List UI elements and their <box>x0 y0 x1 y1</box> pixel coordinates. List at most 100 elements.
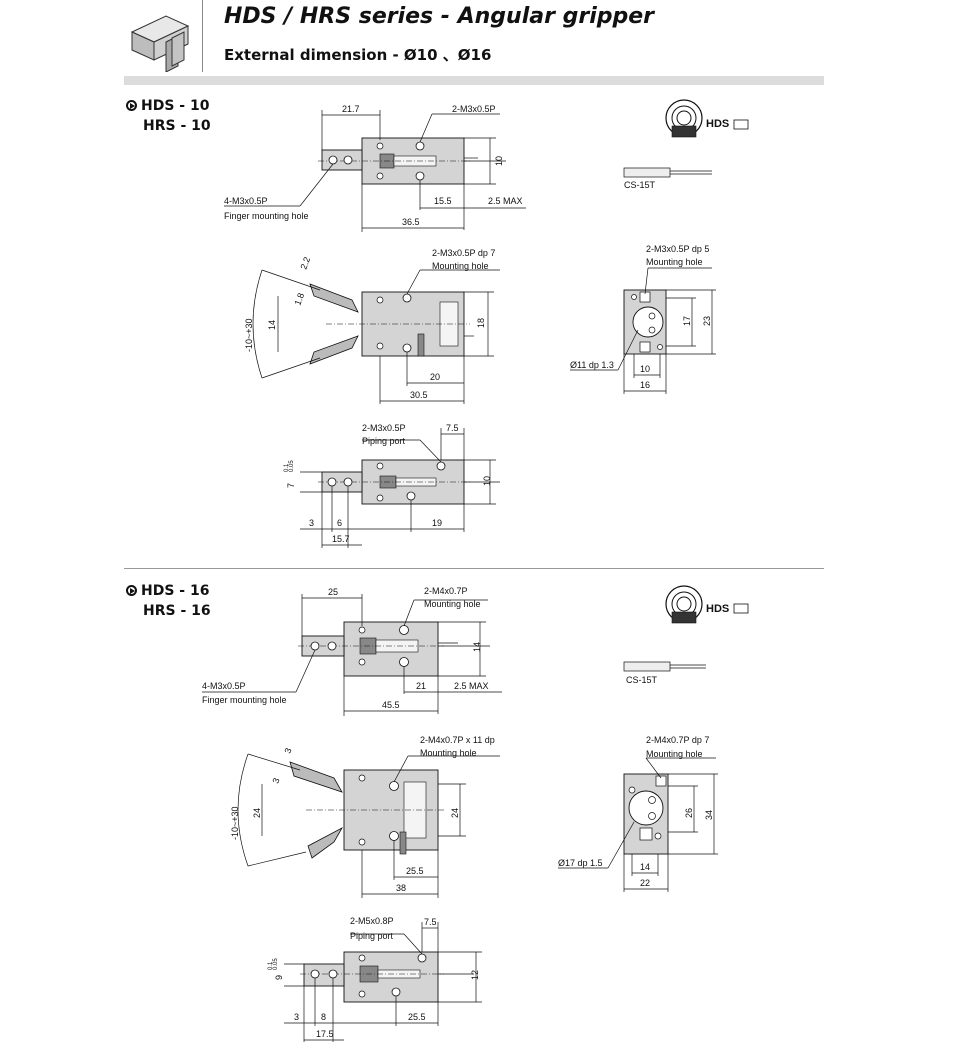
model-label-hrs-10: HRS - 10 <box>143 118 211 134</box>
s2-bottom-dim-d: 17.5 <box>316 1029 334 1039</box>
s2-bottom-tol-upper: 0.1 <box>268 961 274 970</box>
s1-side-view: -10~+30 2.2 1.8 14 18 2-M3x0.5P dp 7 Mou… <box>244 248 500 404</box>
s1-end-inner-height: 17 <box>682 316 692 326</box>
s2-side-body-length: 38 <box>396 883 406 893</box>
s1-sensor: HDS CS-15T <box>623 99 749 190</box>
s2-bottom-view: 2-M5x0.8P Piping port 7.5 12 9 0.1 0.05 … <box>268 916 482 1042</box>
s2-bottom-dim-a: 3 <box>294 1012 299 1022</box>
s1-side-jaw-thk: 2.2 <box>298 256 312 271</box>
s1-top-overall-length: 36.5 <box>402 217 420 227</box>
s1-side-body-length: 30.5 <box>410 390 428 400</box>
s2-sensor: HDS CS-15T <box>623 585 749 685</box>
gripper-thumbnail-icon <box>130 15 190 72</box>
s2-side-angle: -10~+30 <box>230 806 240 840</box>
s2-end-view: 2-M4x0.7P dp 7 Mounting hole 26 34 Ø17 d… <box>558 735 718 892</box>
s1-sensor-model: CS-15T <box>624 180 656 190</box>
s1-sensor-checkbox-icon <box>733 119 749 130</box>
bullet-icon <box>126 585 137 596</box>
s1-bottom-port-thread: 2-M3x0.5P <box>362 423 406 433</box>
s1-bottom-dim-a: 3 <box>309 518 314 528</box>
s2-side-jaw-gap: 24 <box>252 808 262 818</box>
s2-end-inner-height: 26 <box>684 808 694 818</box>
s1-bottom-view: 2-M3x0.5P Piping port 7.5 10 7 0.1 0.05 … <box>284 423 500 548</box>
s1-side-height: 18 <box>476 318 486 328</box>
s1-top-finger-note: Finger mounting hole <box>224 211 309 221</box>
s2-side-view: -10~+30 3 3 24 24 2-M4x0.7P x 11 dp Moun… <box>230 735 500 898</box>
s1-top-width-label: 21.7 <box>342 104 360 114</box>
s1-bottom-port-note: Piping port <box>362 436 406 446</box>
s1-top-dim-max: 2.5 MAX <box>488 196 523 206</box>
page-header: HDS / HRS series - Angular gripper Exter… <box>0 0 960 86</box>
s1-bottom-dim-pin: 7 <box>286 483 296 488</box>
s1-bottom-dim-b: 6 <box>337 518 342 528</box>
s2-top-dim-a: 21 <box>416 681 426 691</box>
page-subtitle: External dimension - Ø10 、Ø16 <box>224 46 492 64</box>
s1-bottom-dim-c: 19 <box>432 518 442 528</box>
model-label-hds-10: HDS - 10 <box>126 98 209 114</box>
s2-top-thread-note2: Mounting hole <box>424 599 481 609</box>
s1-sensor-label: HDS <box>706 118 729 130</box>
s2-side-hole-span: 25.5 <box>406 866 424 876</box>
s1-side-hole-span: 20 <box>430 372 440 382</box>
model-label-hds-16: HDS - 16 <box>126 583 209 599</box>
s1-end-view: 2-M3x0.5P dp 5 Mounting hole 17 23 Ø11 d… <box>570 244 716 394</box>
s2-end-bore-note: Ø17 dp 1.5 <box>558 858 603 868</box>
s1-side-jaw-gap: 14 <box>267 320 277 330</box>
s1-side-jaw-small: 1.8 <box>292 292 306 307</box>
header-bar <box>124 76 824 85</box>
s1-bottom-tol-lower: 0.05 <box>289 460 295 472</box>
s1-top-dim-a: 15.5 <box>434 196 452 206</box>
s2-side-mount-note: Mounting hole <box>420 748 477 758</box>
s1-bottom-port-offset: 7.5 <box>446 423 459 433</box>
s2-top-overall-length: 45.5 <box>382 700 400 710</box>
s1-top-thread-note: 2-M3x0.5P <box>452 104 496 114</box>
s2-side-jaw-thk: 3 <box>282 747 293 755</box>
s2-bottom-port-offset: 7.5 <box>424 917 437 927</box>
model-label-hrs-16: HRS - 16 <box>143 603 211 619</box>
s2-bottom-tol-lower: 0.05 <box>273 958 279 970</box>
s2-bottom-port-thread: 2-M5x0.8P <box>350 916 394 926</box>
s2-sensor-model: CS-15T <box>626 675 658 685</box>
s1-end-outer-width: 16 <box>640 380 650 390</box>
s2-bottom-dim-pin: 9 <box>274 975 284 980</box>
s1-bottom-tol-upper: 0.1 <box>284 463 290 472</box>
s2-bottom-dim-c: 25.5 <box>408 1012 426 1022</box>
s2-bottom-height: 12 <box>470 970 480 980</box>
s2-top-height-label: 14 <box>472 642 482 652</box>
s1-end-mount-thread: 2-M3x0.5P dp 5 <box>646 244 709 254</box>
s2-top-finger-note: Finger mounting hole <box>202 695 287 705</box>
s2-side-jaw-small: 3 <box>270 777 281 785</box>
s2-sensor-label: HDS <box>706 603 729 615</box>
header-divider <box>202 0 203 72</box>
s2-top-width-label: 25 <box>328 587 338 597</box>
section-divider <box>124 568 824 569</box>
s1-side-mount-thread: 2-M3x0.5P dp 7 <box>432 248 495 258</box>
s1-end-outer-height: 23 <box>702 316 712 326</box>
s1-top-finger-thread: 4-M3x0.5P <box>224 196 268 206</box>
s1-bottom-height: 10 <box>482 476 492 486</box>
s2-top-view: 25 2-M4x0.7P Mounting hole 14 4-M3x0.5P … <box>202 586 502 716</box>
s1-top-height-label: 10 <box>494 156 504 166</box>
s1-side-angle: -10~+30 <box>244 318 254 352</box>
s2-side-height: 24 <box>450 808 460 818</box>
s2-bottom-port-note: Piping port <box>350 931 394 941</box>
s2-top-finger-thread: 4-M3x0.5P <box>202 681 246 691</box>
s1-top-view: 21.7 2-M3x0.5P 10 4-M3x0.5P Finger mount… <box>224 104 526 232</box>
s1-end-inner-width: 10 <box>640 364 650 374</box>
s2-sensor-checkbox-icon <box>733 603 749 614</box>
page-title: HDS / HRS series - Angular gripper <box>224 4 654 29</box>
s1-bottom-dim-d: 15.7 <box>332 534 350 544</box>
s1-end-mount-note: Mounting hole <box>646 257 703 267</box>
s2-end-outer-height: 34 <box>704 810 714 820</box>
s2-end-mount-note: Mounting hole <box>646 749 703 759</box>
s2-top-dim-max: 2.5 MAX <box>454 681 489 691</box>
s2-end-outer-width: 22 <box>640 878 650 888</box>
s2-end-mount-thread: 2-M4x0.7P dp 7 <box>646 735 709 745</box>
s1-side-mount-note: Mounting hole <box>432 261 489 271</box>
s2-top-thread-note: 2-M4x0.7P <box>424 586 468 596</box>
s2-bottom-dim-b: 8 <box>321 1012 326 1022</box>
s2-end-inner-width: 14 <box>640 862 650 872</box>
bullet-icon <box>126 100 137 111</box>
s1-end-bore-note: Ø11 dp 1.3 <box>570 360 614 370</box>
